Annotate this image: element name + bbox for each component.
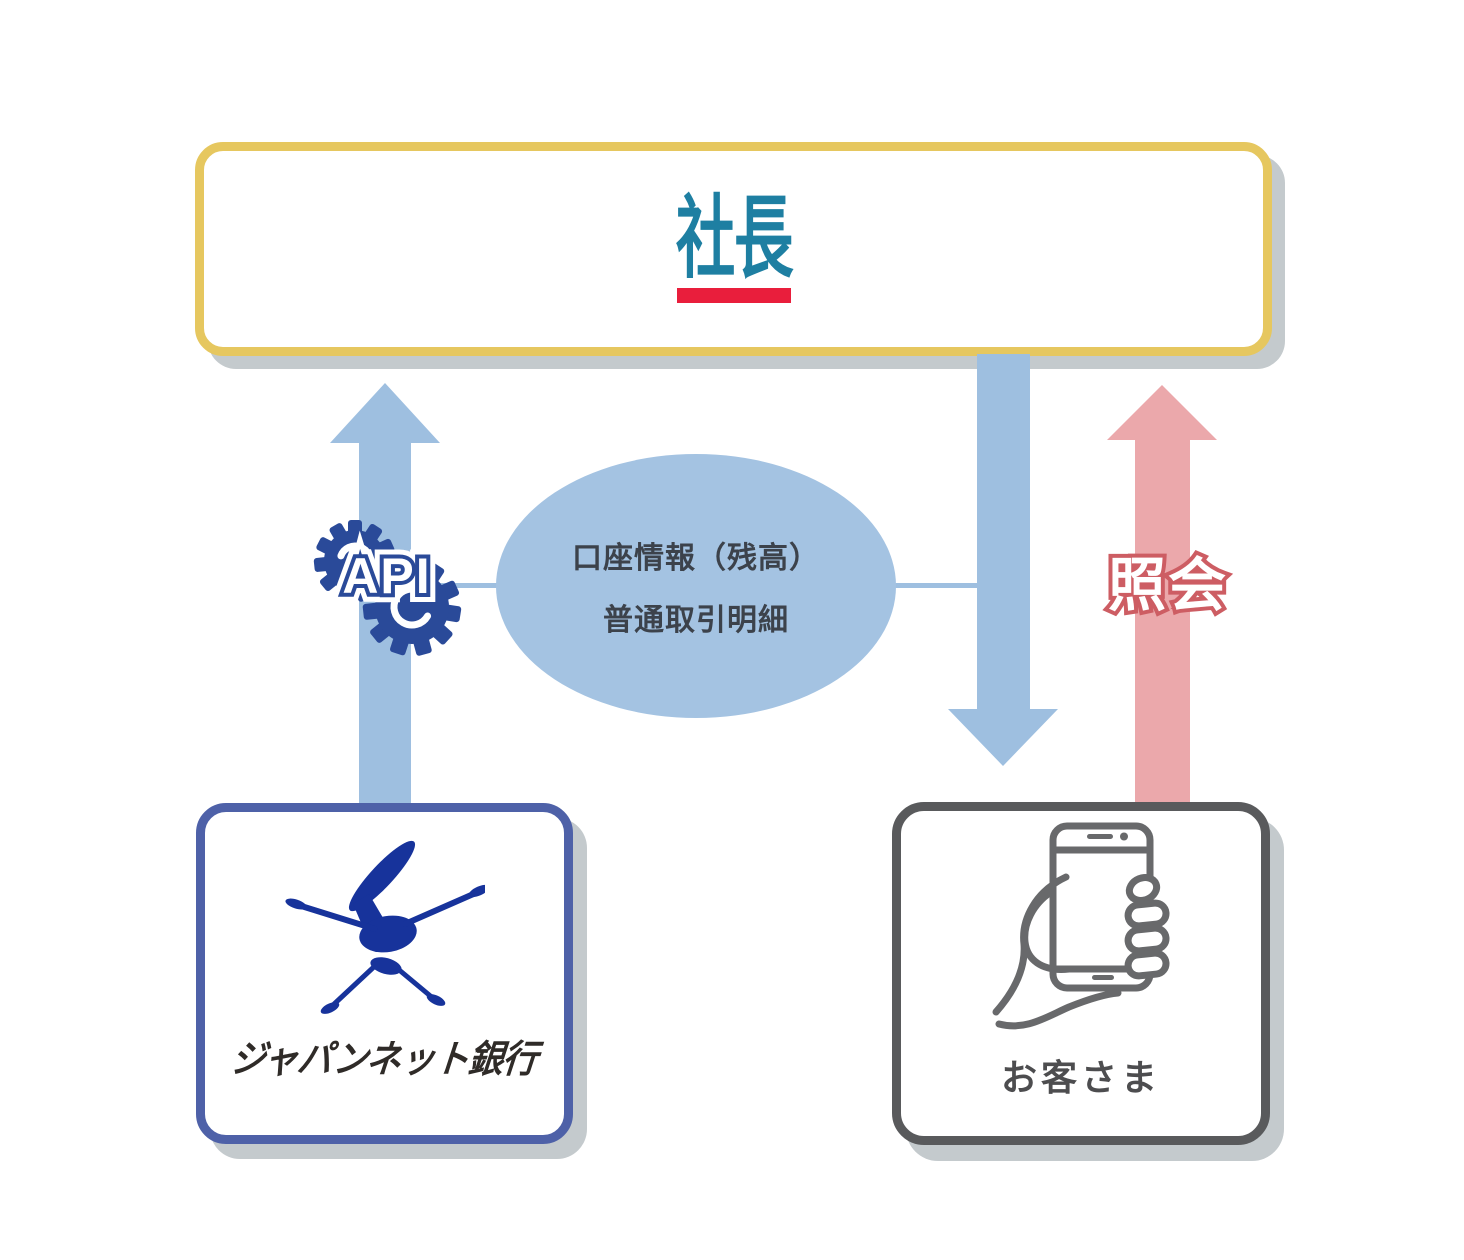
inquiry-arrow-head-icon	[1107, 385, 1217, 440]
api-gears-icon: API API	[313, 520, 462, 656]
president-box: 社長	[195, 142, 1272, 356]
api-label-halo: API	[342, 548, 431, 604]
president-logo: 社長	[646, 188, 822, 304]
api-label: API	[342, 548, 431, 604]
arrow-down-shaft	[977, 354, 1030, 711]
bank-box: ジャパンネット銀行	[196, 803, 573, 1144]
customer-label: お客さま	[1000, 1057, 1161, 1098]
president-logo-underline-bar	[676, 288, 791, 304]
customer-box: お客さま	[892, 802, 1270, 1145]
arrow-down-head-icon	[948, 709, 1058, 766]
swallow-bird-icon	[284, 840, 485, 1014]
inquiry-label: 照会	[1108, 553, 1228, 618]
president-logo-text: 社長	[675, 188, 792, 289]
bank-name-label: ジャパンネット銀行	[229, 1039, 539, 1081]
inquiry-arrow-shaft	[1135, 438, 1190, 802]
account-data-ellipse: 口座情報（残高） 普通取引明細	[496, 454, 896, 718]
ellipse-line-2: 普通取引明細	[603, 604, 789, 637]
inquiry-label-badge: 照会	[1104, 549, 1230, 622]
ellipse-line-1: 口座情報（残高）	[572, 542, 820, 575]
hand-holding-smartphone-icon	[992, 822, 1170, 1030]
gear-b-icon	[362, 558, 462, 656]
arrow-up-head-icon	[330, 383, 440, 443]
